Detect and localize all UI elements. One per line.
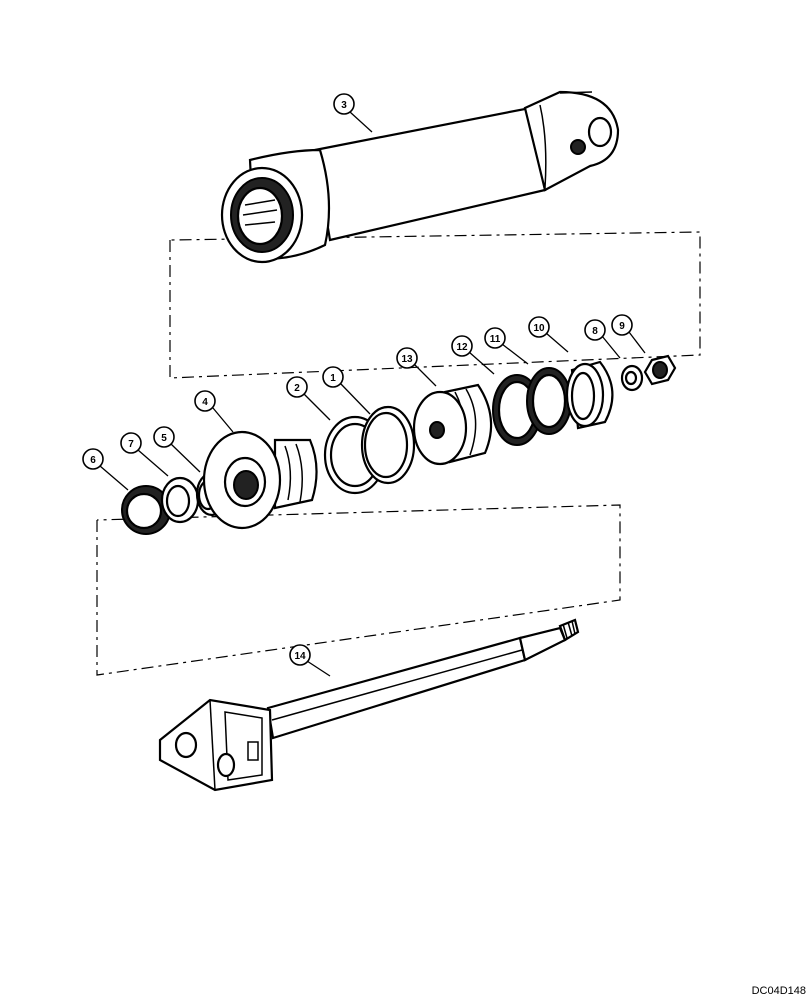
callout-8: 8 [584, 319, 606, 341]
ring-part-11 [526, 367, 572, 435]
piston-rod-part-14 [158, 618, 580, 792]
drawing-code: DC04D148 [752, 985, 806, 997]
callout-10: 10 [528, 316, 550, 338]
assembly-guide-lines [96, 231, 701, 676]
svg-text:8: 8 [592, 326, 598, 337]
callout-14: 14 [289, 644, 311, 666]
svg-text:7: 7 [128, 439, 134, 450]
callout-13: 13 [396, 347, 418, 369]
callout-6: 6 [82, 448, 104, 470]
nut-part-9 [643, 354, 677, 386]
svg-text:14: 14 [294, 651, 306, 662]
svg-text:12: 12 [456, 342, 468, 353]
callout-1: 1 [322, 366, 344, 388]
svg-text:5: 5 [161, 433, 167, 444]
bushing-part-10 [565, 360, 614, 430]
svg-text:10: 10 [533, 323, 545, 334]
callout-11: 11 [484, 327, 506, 349]
svg-text:6: 6 [90, 455, 96, 466]
callout-2: 2 [286, 376, 308, 398]
callout-12: 12 [451, 335, 473, 357]
callout-3: 3 [333, 93, 355, 115]
callout-7: 7 [120, 432, 142, 454]
svg-text:2: 2 [294, 383, 300, 394]
cylinder-barrel-part [220, 90, 620, 264]
svg-text:3: 3 [341, 100, 347, 111]
ring-part-7 [160, 476, 200, 524]
svg-text:13: 13 [401, 354, 413, 365]
ring-part-1 [360, 405, 416, 485]
svg-text:4: 4 [202, 397, 208, 408]
gland-part-4 [202, 430, 318, 530]
washer-part-8 [620, 364, 644, 392]
svg-text:9: 9 [619, 321, 625, 332]
callout-4: 4 [194, 390, 216, 412]
callout-leader-lines [99, 111, 646, 677]
piston-part-13 [412, 383, 493, 466]
svg-text:1: 1 [330, 373, 336, 384]
callout-9: 9 [611, 314, 633, 336]
callout-5: 5 [153, 426, 175, 448]
svg-text:11: 11 [490, 334, 501, 345]
